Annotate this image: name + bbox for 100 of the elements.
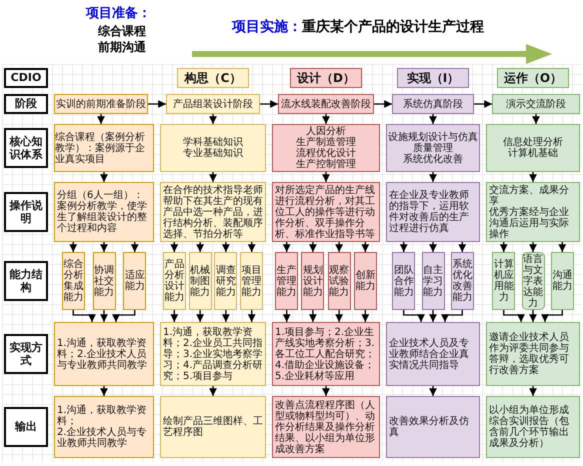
box-text: 产品组装设计阶段: [173, 98, 253, 110]
box-text: 生产管理能力: [276, 264, 298, 298]
box-text: 设施规划设计与仿真: [388, 132, 478, 142]
box-text: 流水线装配改善阶段: [281, 98, 371, 110]
method-box: [54, 322, 154, 386]
arrow: [474, 100, 492, 108]
row-header-box: [4, 94, 48, 114]
box-text: 对所选定产品的生产线进行流程分析，对其工位工人的操作等进行动作分析、双手操作分析、标准作业指导书等: [275, 184, 376, 240]
box-text: 绘制产品三维图样、工艺程序图: [163, 416, 263, 438]
ability-box: [123, 252, 146, 310]
arrow: [72, 310, 96, 322]
arrow: [222, 310, 230, 322]
row-header-box: [4, 334, 48, 374]
box-text: 以小组为单位形成综合实训报告（包含前几个环节输出成果及分析）: [489, 405, 570, 449]
ability-box: [62, 252, 85, 310]
stage-box: [392, 94, 474, 114]
output-box: [486, 396, 580, 458]
box-text: 改善效果分析及仿真: [389, 416, 470, 438]
row-header-box: [4, 192, 48, 232]
description-box: [54, 182, 154, 242]
arrow: [558, 242, 566, 252]
box-text: 适应能力: [124, 270, 146, 292]
box-text: 能力结构: [8, 268, 44, 294]
arrow: [529, 242, 537, 252]
box-text: 系统优化改善: [403, 154, 463, 164]
arrow: [209, 386, 217, 396]
ability-box: [92, 252, 116, 310]
box-text: 1.沟通，获取教学资料；2.企业技术人员与专业教师共同教学: [57, 338, 148, 370]
arrow: [309, 310, 317, 322]
arrow: [100, 172, 108, 182]
arrow: [541, 310, 563, 322]
arrow: [69, 242, 78, 252]
arrow: [532, 114, 540, 124]
row-header-box: [4, 128, 48, 168]
arrow: [500, 242, 508, 252]
box-text: 计算机应用能力: [493, 259, 514, 303]
box-text: 语言与文字表达能力: [522, 254, 544, 308]
box-text: 质量管理: [413, 142, 453, 154]
arrow: [429, 172, 437, 182]
arrow: [282, 242, 291, 252]
arrow: [429, 386, 437, 396]
box-text: 企业技术人员及专业教师结合企业真实情况共同指导: [389, 338, 470, 370]
box-text: 计算机基础: [508, 148, 558, 159]
box-text: 在合作的技术指导老师帮助下在其生产的现有产品中选一种产品，进行结构分析、装配顺序选择、节拍分析等: [163, 184, 263, 240]
box-text: 1.项目参与；2.企业生产线实地考察分析；3.各工位工人配合研究；4.借助企业设施设备；5.企业耗材等应用: [275, 326, 376, 382]
row-header-box: [4, 261, 48, 301]
knowledge-box: [272, 124, 380, 172]
arrow: [209, 114, 217, 124]
box-text: 改善点流程程序图（人型或物料型均可）、动作分析结果及操作分析结果、以小组为单位形成改善方案: [275, 400, 376, 454]
box-text: 产品分析设计能力: [164, 259, 185, 303]
box-text: 系统仿真阶段: [403, 98, 463, 110]
arrow: [260, 100, 278, 108]
stage-box: [492, 94, 580, 114]
ability-box: [492, 252, 516, 310]
ability-box: [422, 252, 444, 310]
output-box: [54, 396, 154, 458]
header-text: 前期沟通: [98, 40, 146, 54]
box-text: 实现方式: [8, 340, 44, 368]
arrow: [170, 242, 178, 252]
ability-box: [162, 252, 186, 310]
box-text: 人因分析: [306, 126, 346, 137]
arrow: [429, 114, 437, 124]
title-prefix: 项目实施：: [232, 18, 302, 36]
arrow: [130, 242, 139, 252]
box-text: CDIO: [10, 71, 42, 85]
box-text: 沟通能力: [552, 270, 573, 292]
ability-box: [328, 252, 351, 310]
arrow: [148, 100, 166, 108]
arrow: [429, 310, 437, 322]
knowledge-box: [386, 124, 480, 172]
box-text: 创新能力: [354, 270, 376, 292]
box-text: 操作说明: [8, 198, 44, 226]
stage-box: [54, 94, 148, 114]
arrow: [429, 242, 437, 252]
arrow: [248, 310, 256, 322]
box-text: 机械制图能力: [190, 264, 211, 298]
box-text: 学科基础知识: [183, 137, 243, 148]
box-text: 专业基础知识: [183, 148, 243, 159]
box-text: 综合课程（案例分析教学）：案例源于企业真实项目: [55, 132, 146, 164]
arrow: [400, 242, 408, 252]
box-text: 系统优化改善能力: [452, 259, 473, 303]
arrow: [374, 100, 392, 108]
box-text: 1.沟通，获取教学资料；2.企业员工共同指导；3.企业实地考察学习；4.产品调查分析研究；5.项目参与: [163, 326, 263, 382]
box-text: 输出: [15, 420, 37, 434]
header-text: 综合课程: [98, 24, 146, 38]
box-text: 交流方案、成果分享: [489, 184, 570, 206]
arrow: [170, 310, 178, 322]
arrow: [196, 310, 204, 322]
box-text: 调查研究能力: [215, 264, 236, 298]
arrow: [361, 310, 370, 322]
box-text: 邀请企业技术人员作为评委共同参与答辩，选取优秀可行改善方案: [489, 332, 570, 376]
box-text: 信息处理分析: [503, 137, 563, 148]
phase-header-box: [177, 68, 249, 88]
ability-box: [301, 252, 324, 310]
ability-box: [392, 252, 416, 310]
arrow: [403, 310, 425, 322]
box-text: 分组（6人一组）：案例分析教学，使学生了解组装设计的整个过程和内容: [57, 190, 148, 234]
ability-box: [354, 252, 377, 310]
arrow: [100, 386, 108, 396]
knowledge-box: [160, 124, 266, 172]
